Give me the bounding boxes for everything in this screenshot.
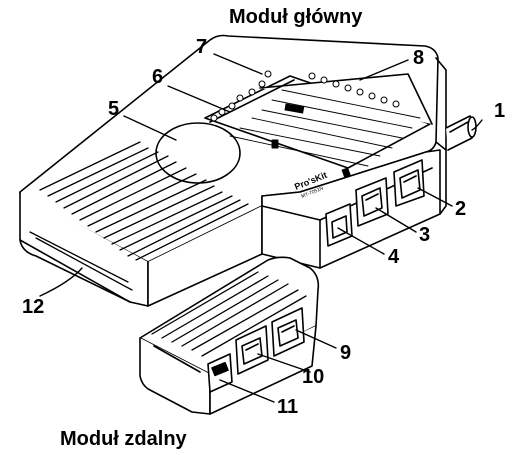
remote-module-title: Moduł zdalny	[60, 428, 187, 450]
leader-12	[39, 267, 83, 297]
callout-9: 9	[340, 342, 352, 364]
callout-8: 8	[413, 47, 425, 69]
rj45-port-main-1	[393, 159, 425, 207]
test-button	[155, 122, 241, 184]
leader-9	[295, 329, 337, 349]
leader-2	[417, 187, 453, 207]
leader-3	[375, 207, 417, 233]
callout-1: 1	[494, 100, 506, 122]
leader-10	[257, 353, 311, 373]
leader-5	[123, 115, 177, 141]
callout-2: 2	[455, 198, 467, 220]
main-module-title: Moduł główny	[229, 6, 363, 28]
main-module-grooves	[29, 141, 249, 291]
leader-11	[219, 379, 275, 403]
leader-7	[213, 53, 263, 75]
panel-stripes	[229, 89, 421, 178]
callout-7: 7	[196, 36, 208, 58]
remote-module-grooves	[151, 271, 307, 357]
leader-4	[337, 227, 385, 255]
callout-10: 10	[302, 366, 325, 388]
usb-port-main	[325, 203, 353, 247]
led-row	[308, 72, 400, 108]
rj45-port-main-2	[355, 177, 389, 227]
leader-8	[359, 59, 409, 81]
callout-6: 6	[152, 66, 164, 88]
callout-12: 12	[22, 296, 45, 318]
callout-4: 4	[388, 246, 400, 268]
callout-11: 11	[277, 396, 299, 418]
callout-3: 3	[419, 224, 431, 246]
leader-lines	[39, 53, 483, 403]
leader-1	[471, 119, 483, 131]
bnc-connector	[445, 115, 477, 151]
led-column	[210, 70, 272, 122]
leader-6	[167, 85, 231, 113]
callout-5: 5	[108, 98, 120, 120]
rj45-port-remote-1	[271, 307, 305, 357]
